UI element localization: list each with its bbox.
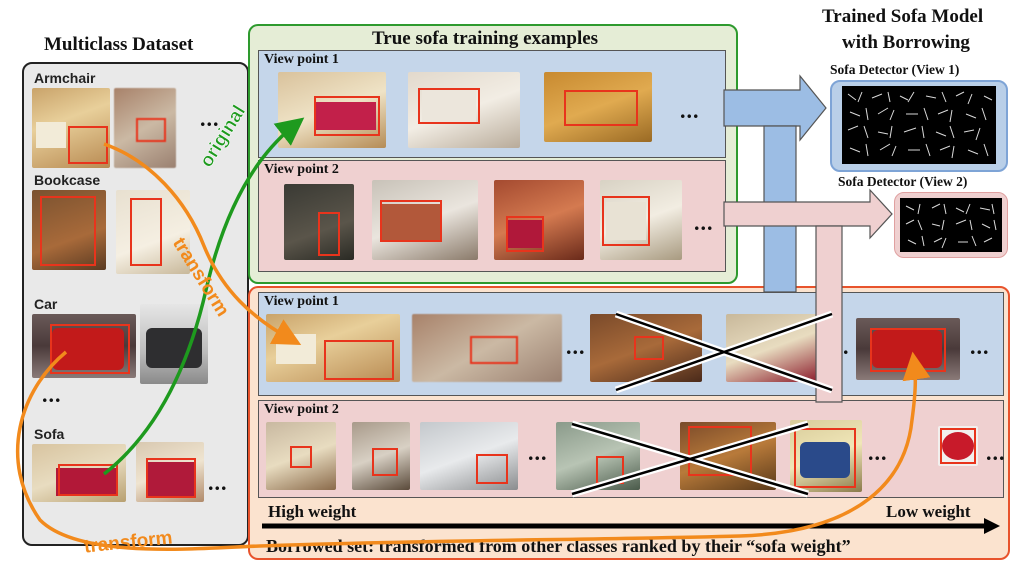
- borrowed-vp2-img5: [680, 422, 776, 490]
- borrowed-vp2-img2: [352, 422, 410, 490]
- borrowed-vp1-img1: [266, 314, 400, 382]
- multiclass-dataset-title: Multiclass Dataset: [44, 34, 194, 55]
- low-weight-label: Low weight: [886, 502, 971, 521]
- borrowed-vp1-img3: [590, 314, 702, 382]
- borrowed-vp2-img4: [556, 422, 640, 490]
- car-image-2: [140, 304, 208, 384]
- borrowed-caption: Borrowed set: transformed from other cla…: [266, 536, 851, 556]
- borrowed-vp2-img3: [420, 422, 518, 490]
- detector-view1-label: Sofa Detector (View 1): [830, 62, 960, 77]
- borrowed-vp2-ellipsis-2: ...: [868, 440, 888, 465]
- sofa-image: [32, 444, 126, 502]
- true-vp1-img2: [408, 72, 520, 148]
- detector-view2-label: Sofa Detector (View 2): [838, 174, 968, 189]
- borrowed-vp2-img1: [266, 422, 336, 490]
- true-vp1-img1: [278, 72, 386, 148]
- true-vp1-img3: [544, 72, 652, 142]
- borrowed-vp2-ellipsis-3: ...: [986, 440, 1006, 465]
- trained-model-title-line1: Trained Sofa Model: [822, 6, 984, 27]
- bookcase-image: [32, 190, 106, 270]
- borrowed-vp2-ellipsis-1: ...: [528, 440, 548, 465]
- detector-view2-image: [900, 198, 1002, 252]
- true-vp2-img2: [372, 180, 478, 260]
- true-vp2-label: View point 2: [264, 162, 339, 177]
- borrowed-vp2-img7: [938, 426, 978, 466]
- borrowed-vp1-img5: [856, 318, 960, 380]
- borrowed-vp1-img4: [726, 314, 818, 382]
- arrow-to-detector-view1: [723, 74, 827, 293]
- classes-ellipsis: ...: [42, 382, 62, 407]
- true-sofa-title: True sofa training examples: [372, 28, 599, 49]
- true-vp2-img4: [600, 180, 682, 260]
- armchair-image-blurred: [114, 88, 176, 168]
- true-vp2-img3: [494, 180, 584, 260]
- trained-model-title-line2: with Borrowing: [842, 32, 970, 53]
- true-vp1-label: View point 1: [264, 52, 339, 67]
- borrowed-vp2-label: View point 2: [264, 402, 339, 417]
- borrowed-vp1-label: View point 1: [264, 294, 339, 309]
- car-image: [32, 314, 136, 378]
- class-label-sofa: Sofa: [34, 426, 65, 442]
- sofa-ellipsis: ...: [208, 470, 228, 495]
- detector-view1-image: [842, 86, 996, 164]
- sofa-image-2: [136, 442, 204, 502]
- borrowed-vp1-ellipsis-3: ...: [970, 334, 990, 359]
- class-label-bookcase: Bookcase: [34, 172, 101, 188]
- class-label-armchair: Armchair: [34, 70, 96, 86]
- true-vp2-img1: [284, 184, 354, 260]
- class-label-car: Car: [34, 296, 58, 312]
- borrowed-vp1-ellipsis-1: ...: [566, 334, 586, 359]
- borrowed-vp2-img6: [790, 420, 862, 492]
- armchair-image: [32, 88, 110, 168]
- true-vp1-ellipsis: ...: [680, 98, 700, 123]
- high-weight-label: High weight: [268, 502, 357, 521]
- borrowed-vp1-ellipsis-2: ...: [830, 334, 850, 359]
- borrowed-vp1-img2: [412, 314, 562, 382]
- true-vp2-ellipsis: ...: [694, 210, 714, 235]
